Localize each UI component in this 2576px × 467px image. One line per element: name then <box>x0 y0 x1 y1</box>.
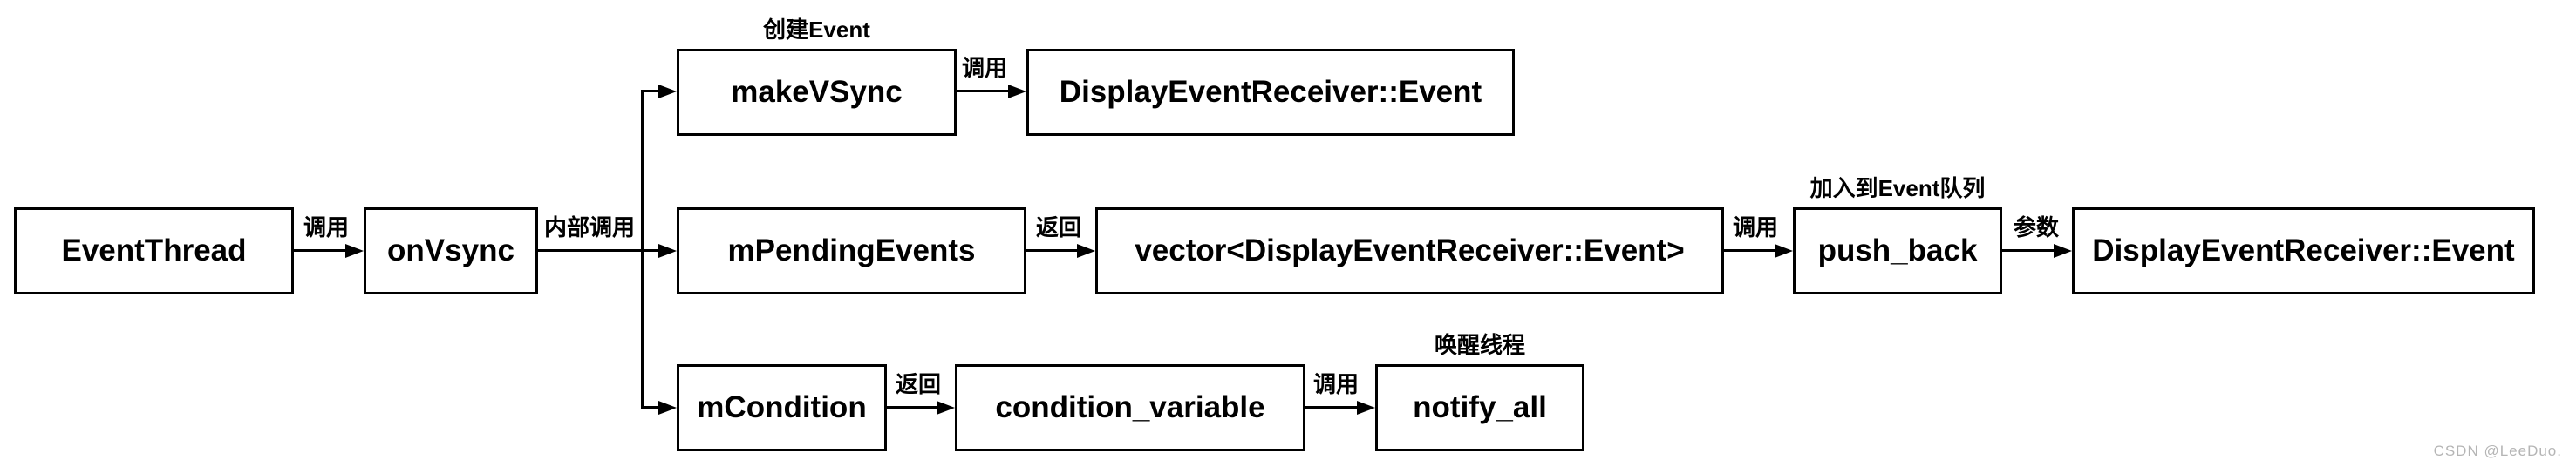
node-condition-variable-label: condition_variable <box>995 390 1265 424</box>
edge-line-mcondition-condvar <box>887 406 937 409</box>
arrowhead-makevsync <box>658 85 677 98</box>
node-displayeventreceiver-event-right-label: DisplayEventReceiver::Event <box>2092 234 2515 267</box>
arrowhead-event-right <box>2054 244 2072 258</box>
node-displayeventreceiver-event-right: DisplayEventReceiver::Event <box>2072 207 2535 294</box>
node-pushback: push_back <box>1793 207 2002 294</box>
annotation-create-event: 创建Event <box>763 17 870 43</box>
node-onvsync-label: onVsync <box>387 234 515 267</box>
node-notifyall: notify_all <box>1375 364 1584 451</box>
edge-label-call-2: 调用 <box>961 55 1007 81</box>
node-displayeventreceiver-event-top: DisplayEventReceiver::Event <box>1026 49 1515 136</box>
node-eventthread-label: EventThread <box>61 234 247 267</box>
edge-line-onvsync-branch <box>538 249 658 252</box>
node-notifyall-label: notify_all <box>1413 390 1547 424</box>
node-vector-label: vector<DisplayEventReceiver::Event> <box>1135 234 1685 267</box>
edge-line-branch-mcondition <box>641 406 658 409</box>
node-mcondition: mCondition <box>677 364 887 451</box>
arrowhead-pushback <box>1775 244 1793 258</box>
arrowhead-onvsync <box>345 244 364 258</box>
edge-branch-trunk <box>641 90 644 409</box>
annotation-wake-thread: 唤醒线程 <box>1434 332 1525 358</box>
watermark: CSDN @LeeDuo. <box>2433 443 2562 459</box>
annotation-add-to-event-queue: 加入到Event队列 <box>1809 175 1986 201</box>
node-eventthread: EventThread <box>14 207 294 294</box>
node-makevsync-label: makeVSync <box>731 75 903 109</box>
edge-label-call-3: 调用 <box>1732 214 1778 240</box>
edge-line-eventthread-onvsync <box>294 249 345 252</box>
node-mcondition-label: mCondition <box>697 390 867 424</box>
edge-line-vector-pushback <box>1724 249 1775 252</box>
arrowhead-notifyall <box>1357 401 1375 415</box>
node-displayeventreceiver-event-top-label: DisplayEventReceiver::Event <box>1059 75 1482 109</box>
arrowhead-mpendingevents <box>658 244 677 258</box>
node-mpendingevents: mPendingEvents <box>677 207 1026 294</box>
edge-label-internal-call: 内部调用 <box>543 214 635 240</box>
arrowhead-vector <box>1077 244 1095 258</box>
edge-label-param: 参数 <box>2013 214 2059 240</box>
node-makevsync: makeVSync <box>677 49 957 136</box>
edge-line-pushback-event <box>2002 249 2054 252</box>
arrowhead-mcondition <box>658 401 677 415</box>
edge-label-call-1: 调用 <box>303 214 349 240</box>
edge-line-branch-makevsync <box>641 90 658 92</box>
arrowhead-event-top <box>1008 85 1026 98</box>
arrowhead-condvar <box>937 401 955 415</box>
edge-label-return-2: 返回 <box>895 371 941 397</box>
node-vector-displayeventreceiver-event: vector<DisplayEventReceiver::Event> <box>1095 207 1724 294</box>
node-pushback-label: push_back <box>1817 234 1978 267</box>
edge-line-mpendingevents-vector <box>1026 249 1077 252</box>
node-onvsync: onVsync <box>364 207 538 294</box>
node-condition-variable: condition_variable <box>955 364 1305 451</box>
edge-line-makevsync-event <box>957 90 1008 92</box>
node-mpendingevents-label: mPendingEvents <box>727 234 976 267</box>
edge-line-condvar-notifyall <box>1305 406 1357 409</box>
edge-label-return-1: 返回 <box>1035 214 1081 240</box>
edge-label-call-4: 调用 <box>1312 371 1359 397</box>
